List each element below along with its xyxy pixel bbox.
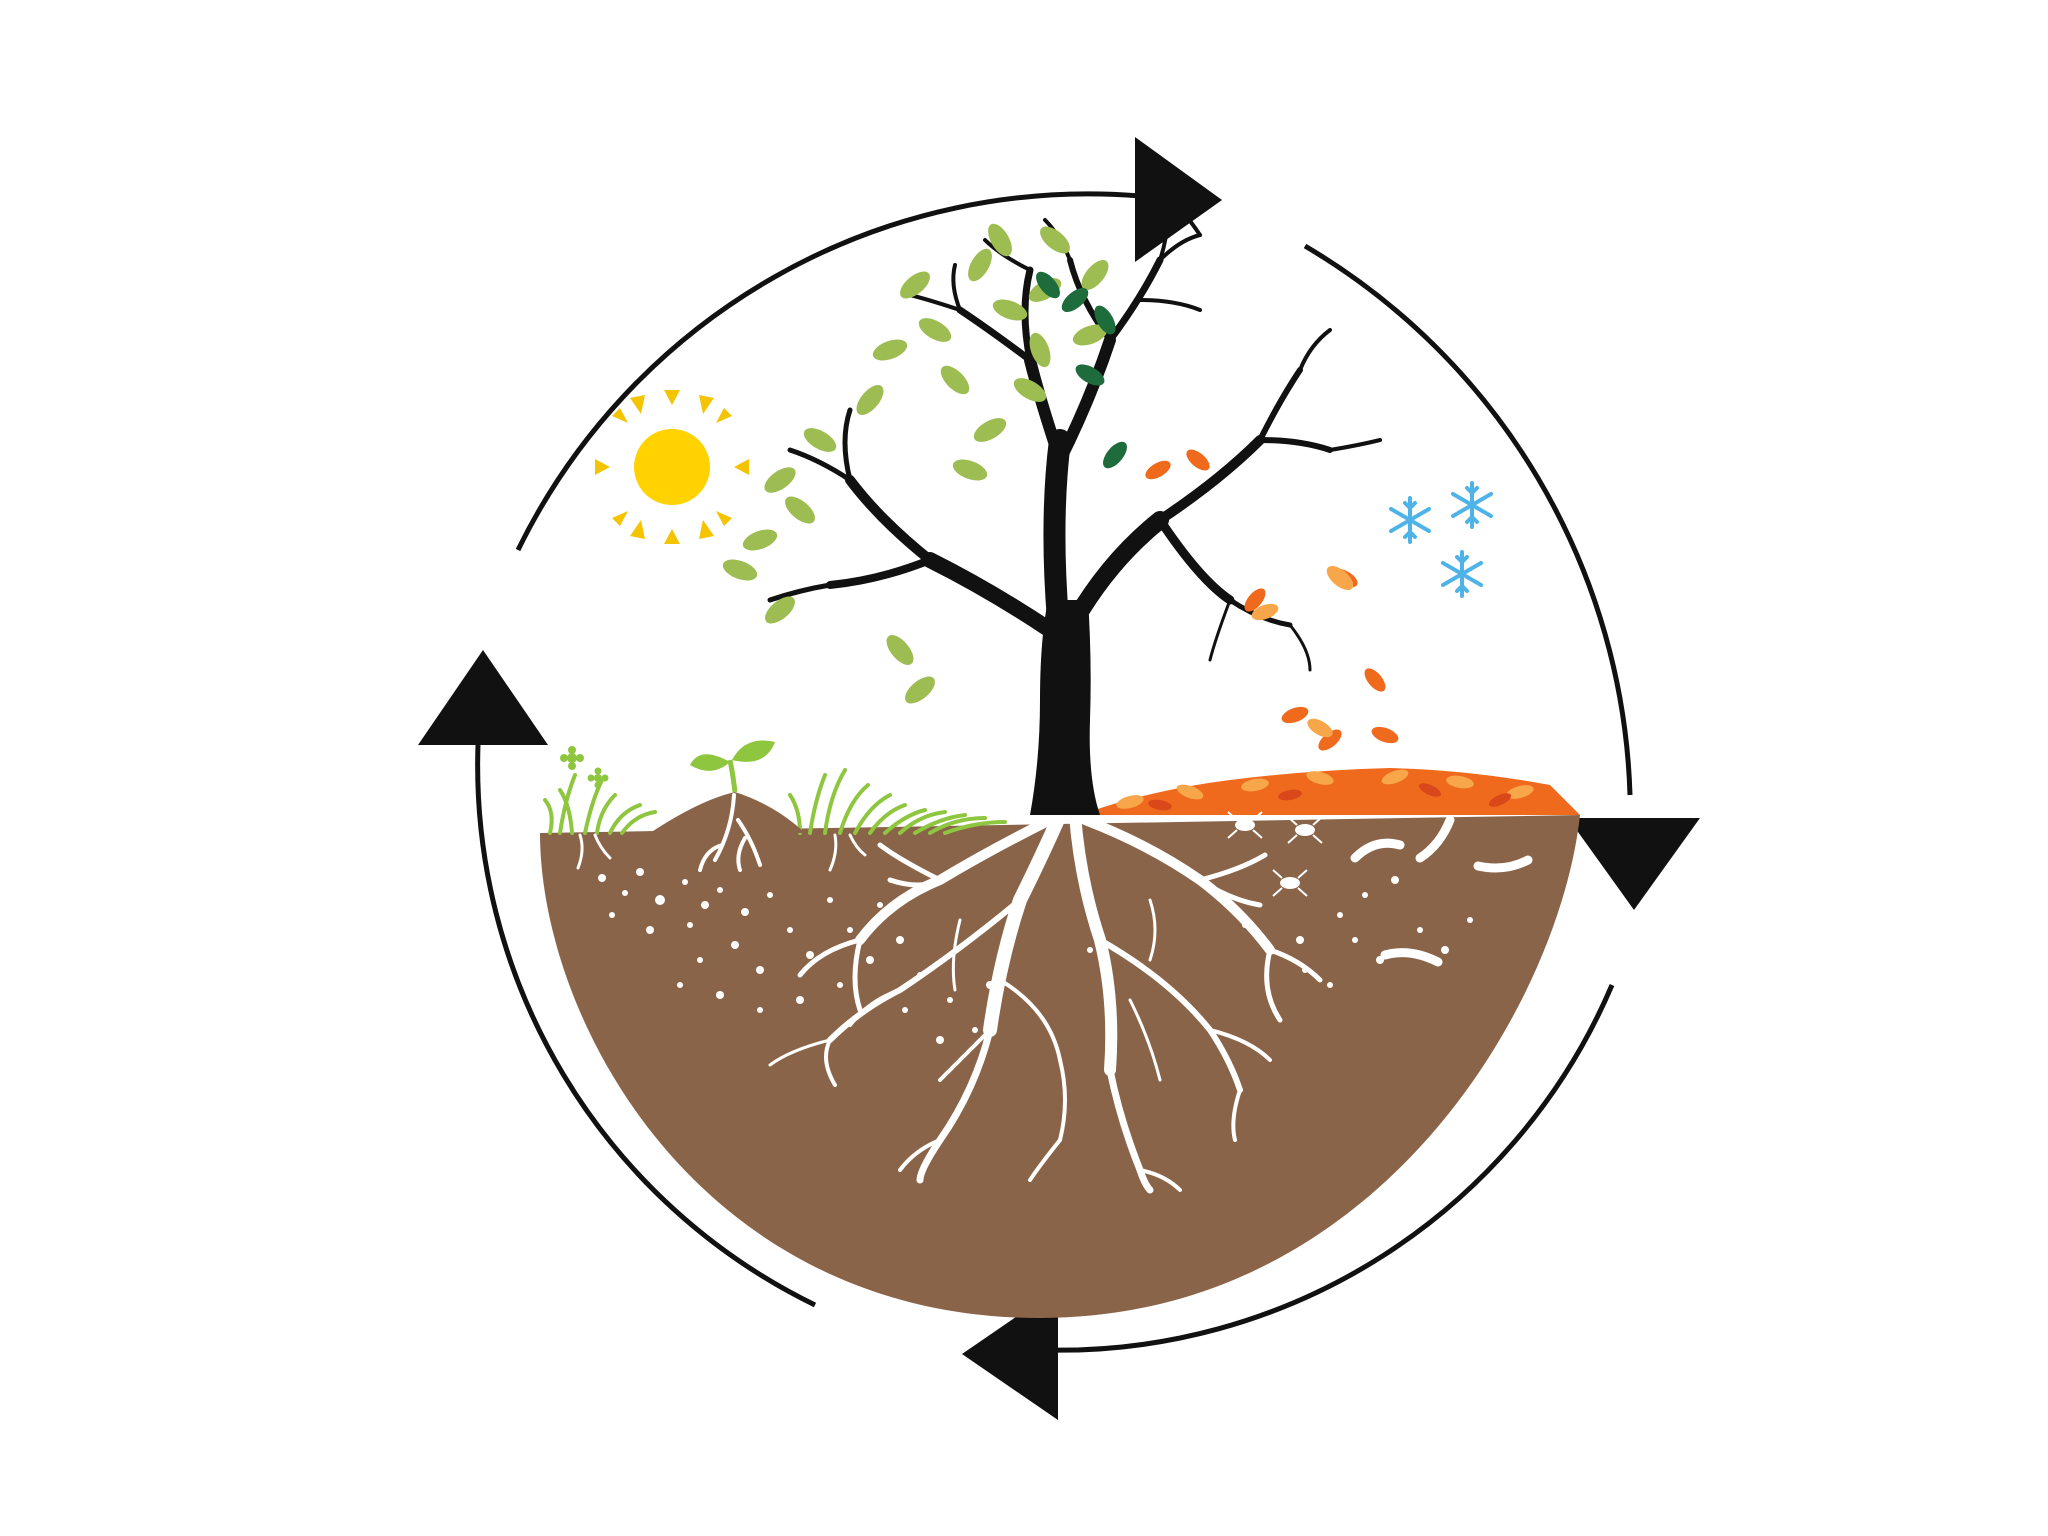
tree-icon xyxy=(767,188,1382,815)
leaf-icon-dark-green xyxy=(1036,271,1127,469)
cycle-arc-bottom-right xyxy=(1044,984,1615,1353)
arrowhead-left-icon xyxy=(418,650,548,745)
cycle-arrowheads xyxy=(418,137,1700,1420)
cycle-arc-right xyxy=(1303,243,1633,796)
grass-roots xyxy=(576,833,867,872)
leaf-icon-green xyxy=(722,223,1109,704)
flower-icon xyxy=(560,746,609,789)
ground-mound xyxy=(650,792,805,833)
cycle-arc-top xyxy=(515,191,1141,552)
soil-particles xyxy=(598,868,1473,1044)
grass-icon xyxy=(543,768,1007,835)
insect-legs xyxy=(1227,811,1323,897)
cycle-arrows xyxy=(475,191,1633,1353)
leaf-icon-autumn-light xyxy=(1251,566,1354,738)
insect-icon xyxy=(1235,819,1315,889)
leaf-icon-autumn xyxy=(1145,449,1399,751)
leaf-litter-dark xyxy=(1148,783,1512,811)
tree-trunk xyxy=(1030,600,1100,815)
leaf-litter-detail xyxy=(1116,769,1534,809)
arrowhead-right-icon xyxy=(1568,818,1700,910)
tree-branches xyxy=(767,188,1382,672)
worm-icon xyxy=(1350,815,1533,967)
arrowhead-bottom-icon xyxy=(962,1288,1058,1420)
seedling-icon xyxy=(690,740,775,872)
sun-icon xyxy=(595,390,749,544)
cycle-arc-left xyxy=(475,744,817,1308)
root-system xyxy=(768,808,1323,1194)
snowflake-icon xyxy=(1389,481,1493,598)
arrowhead-top-icon xyxy=(1135,137,1222,262)
